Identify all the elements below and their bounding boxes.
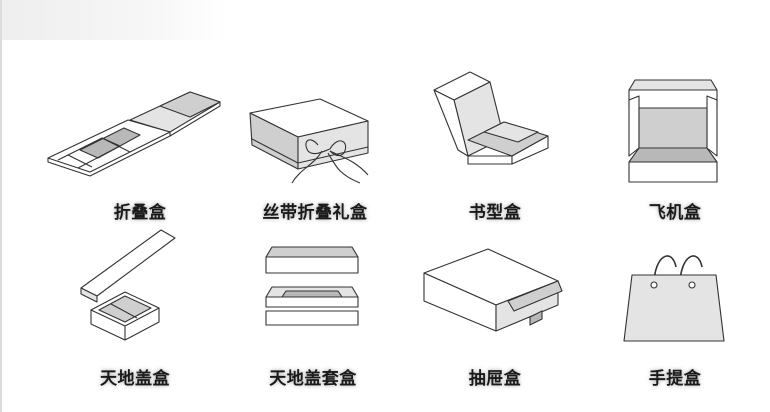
box-label: 手提盒 [648, 369, 702, 389]
handbag-box-icon [623, 255, 725, 342]
box-label: 丝带折叠礼盒 [262, 203, 368, 223]
box-item-ribbon-gift: 丝带折叠礼盒 [240, 95, 390, 230]
top-fade-decoration [0, 0, 230, 40]
box-label: 天地盖套盒 [269, 369, 357, 389]
box-item-book: 书型盒 [430, 70, 560, 230]
box-item-handbag: 手提盒 [620, 245, 730, 389]
box-label: 折叠盒 [113, 203, 167, 223]
drawer-box-icon [423, 248, 563, 332]
box-item-lid-base: 天地盖盒 [75, 228, 195, 389]
box-item-drawer: 抽屉盒 [420, 245, 570, 389]
lid-base-sleeve-box-icon [265, 246, 359, 326]
box-label: 天地盖盒 [100, 369, 170, 389]
airplane-box-icon [628, 79, 718, 183]
folding-box-icon [47, 91, 221, 177]
box-item-lid-base-sleeve: 天地盖套盒 [258, 245, 368, 389]
left-border [0, 0, 2, 412]
box-item-airplane: 飞机盒 [625, 78, 725, 230]
book-box-icon [433, 71, 549, 165]
box-label: 抽屉盒 [468, 369, 522, 389]
lid-and-base-box-icon [80, 229, 176, 341]
box-label: 飞机盒 [648, 203, 702, 223]
box-label: 书型盒 [468, 203, 522, 223]
ribbon-folding-gift-box-icon [249, 98, 369, 184]
box-item-folding: 折叠盒 [40, 80, 240, 230]
